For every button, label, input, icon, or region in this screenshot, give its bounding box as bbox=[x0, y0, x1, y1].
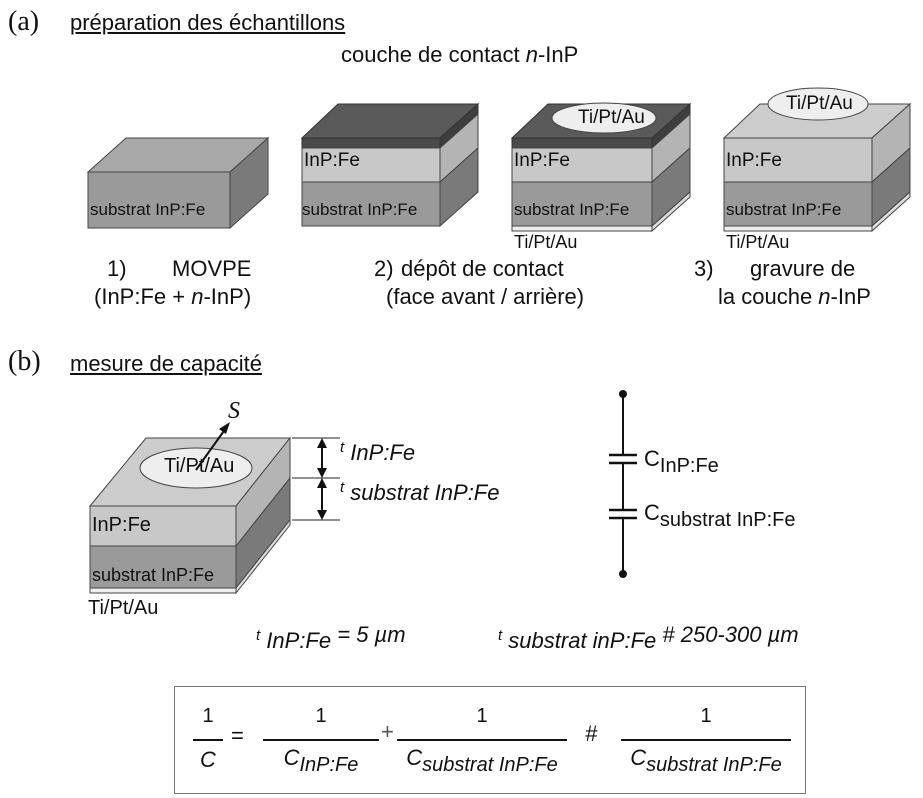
formula-plus: + bbox=[381, 719, 394, 744]
formula-term-3-den: Csubstrat InP:Fe bbox=[630, 745, 782, 776]
formula-term-3: 1 Csubstrat InP:Fe bbox=[621, 705, 791, 776]
step-1-number: 1) bbox=[107, 256, 127, 281]
block-b-pad-label: Ti/Pt/Au bbox=[164, 455, 235, 477]
step-3-line2: la couche n-InP bbox=[718, 284, 871, 309]
step-2-line2: (face avant / arrière) bbox=[386, 284, 585, 309]
formula-approx: # bbox=[585, 721, 598, 746]
formula-lhs-num: 1 bbox=[202, 705, 214, 727]
block-1-substrate-label: substrat InP:Fe bbox=[90, 200, 206, 219]
block-3-substrate-label: substrat InP:Fe bbox=[514, 200, 630, 219]
block-3-pad-label: Ti/Pt/Au bbox=[578, 107, 645, 128]
block-2-layer-label: InP:Fe bbox=[304, 150, 360, 171]
block-4-layer-label: InP:Fe bbox=[726, 150, 782, 171]
capacitor-circuit bbox=[609, 390, 637, 578]
formula-equals: = bbox=[231, 723, 244, 748]
step-2-number: 2) bbox=[374, 256, 394, 281]
step-3-number: 3) bbox=[694, 256, 714, 281]
panel-b-title: mesure de capacité bbox=[70, 351, 262, 376]
thickness-substrate-label: t substrat InP:Fe bbox=[340, 479, 500, 505]
panel-a-title: préparation des échantillons bbox=[70, 10, 346, 35]
formula-term-1-den: CInP:Fe bbox=[283, 745, 359, 776]
formula-term-2: 1 Csubstrat InP:Fe bbox=[397, 705, 567, 776]
step-2-line1: dépôt de contact bbox=[401, 256, 564, 281]
formula-term-3-num: 1 bbox=[700, 705, 712, 727]
thickness-inp-label: t InP:Fe bbox=[340, 439, 416, 465]
thickness-markers bbox=[292, 437, 340, 521]
surface-label: S bbox=[228, 398, 240, 424]
block-2-substrate-label: substrat InP:Fe bbox=[302, 200, 418, 219]
step-1-line1: MOVPE bbox=[172, 256, 252, 281]
contact-layer-label: couche de contact n-InP bbox=[341, 42, 579, 67]
block-b bbox=[88, 436, 292, 595]
block-b-substrate-label: substrat InP:Fe bbox=[92, 565, 215, 585]
capacitance-formula-box: 1 C = 1 CInP:Fe + 1 Csubstrat InP:Fe # 1… bbox=[174, 686, 806, 794]
block-3-layer-label: InP:Fe bbox=[514, 150, 570, 171]
block-b-back-label: Ti/Pt/Au bbox=[88, 597, 159, 619]
block-4-back-label: Ti/Pt/Au bbox=[726, 232, 790, 252]
block-3 bbox=[510, 102, 692, 233]
block-3-back-label: Ti/Pt/Au bbox=[514, 232, 578, 252]
block-4 bbox=[722, 87, 912, 233]
block-4-substrate-label: substrat InP:Fe bbox=[726, 200, 842, 219]
thickness-inp-value: t InP:Fe = 5 µm bbox=[256, 622, 406, 653]
block-b-layer-label: InP:Fe bbox=[92, 514, 151, 536]
formula-term-1-num: 1 bbox=[315, 705, 327, 727]
block-2 bbox=[300, 102, 480, 228]
thickness-substrate-value: t substrat inP:Fe # 250-300 µm bbox=[498, 622, 799, 653]
panel-b-label: (b) bbox=[8, 346, 41, 377]
block-1 bbox=[86, 136, 270, 230]
formula-lhs-den: C bbox=[200, 747, 216, 772]
formula-term-1: 1 CInP:Fe bbox=[263, 705, 379, 776]
panel-a-label: (a) bbox=[8, 6, 40, 37]
surface-arrow bbox=[195, 422, 230, 471]
capacitor-inp-label: CInP:Fe bbox=[644, 446, 719, 477]
formula-term-2-den: Csubstrat InP:Fe bbox=[406, 745, 558, 776]
formula-term-2-num: 1 bbox=[476, 705, 488, 727]
formula-lhs: 1 C bbox=[193, 705, 223, 775]
step-1-line2: (InP:Fe + n-InP) bbox=[94, 284, 252, 309]
block-4-pad-label: Ti/Pt/Au bbox=[786, 93, 853, 114]
step-3-line1: gravure de bbox=[750, 256, 856, 281]
capacitor-substrate-label: Csubstrat InP:Fe bbox=[644, 500, 796, 531]
